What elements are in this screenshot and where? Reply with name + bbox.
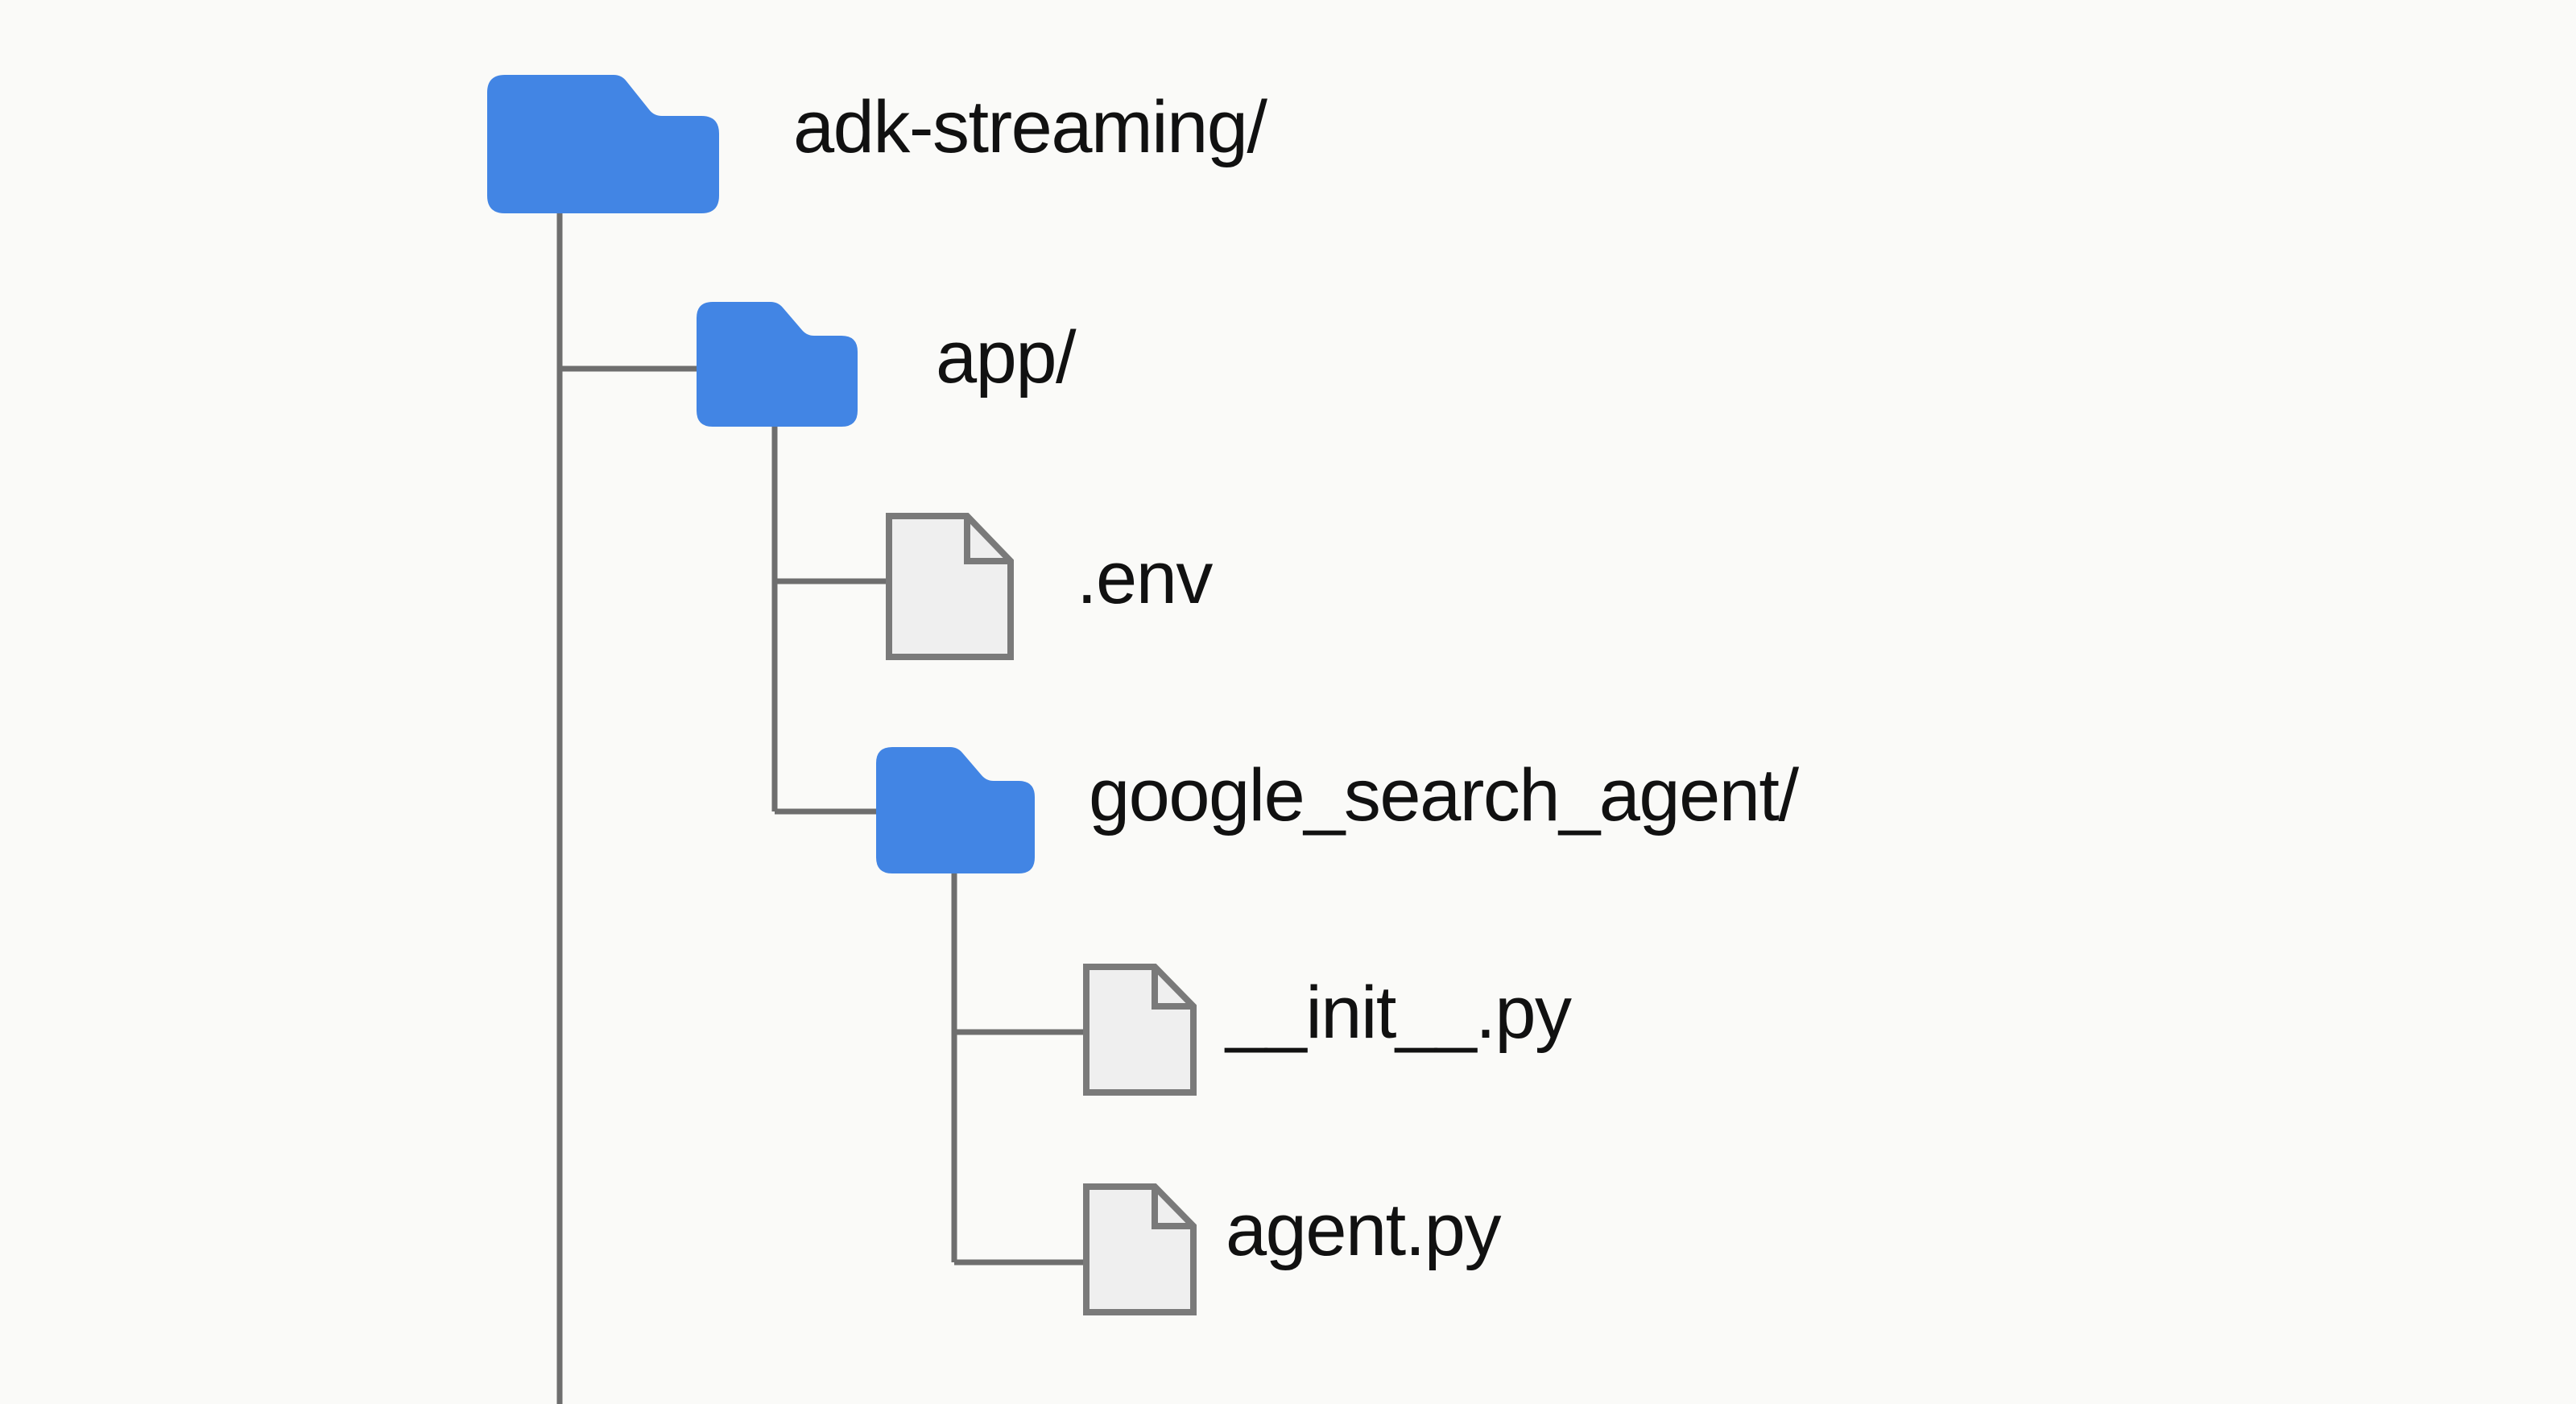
file-icon[interactable] — [1083, 1183, 1197, 1315]
folder-icon[interactable] — [487, 75, 719, 213]
folder-icon[interactable] — [876, 747, 1035, 873]
tree-node-label-app[interactable]: app/ — [936, 316, 1077, 398]
tree-node-label-env[interactable]: .env — [1077, 537, 1213, 619]
tree-node-label-agent-py[interactable]: agent.py — [1226, 1189, 1501, 1271]
connector-lines — [556, 213, 1086, 1404]
tree-node-label-google-search-agent[interactable]: google_search_agent/ — [1089, 754, 1799, 836]
file-icon[interactable] — [1083, 964, 1197, 1096]
file-icon[interactable] — [886, 513, 1014, 660]
folder-icon[interactable] — [697, 302, 858, 427]
tree-node-label-init-py[interactable]: __init__.py — [1226, 972, 1572, 1054]
tree-node-label-root[interactable]: adk-streaming/ — [793, 86, 1267, 168]
